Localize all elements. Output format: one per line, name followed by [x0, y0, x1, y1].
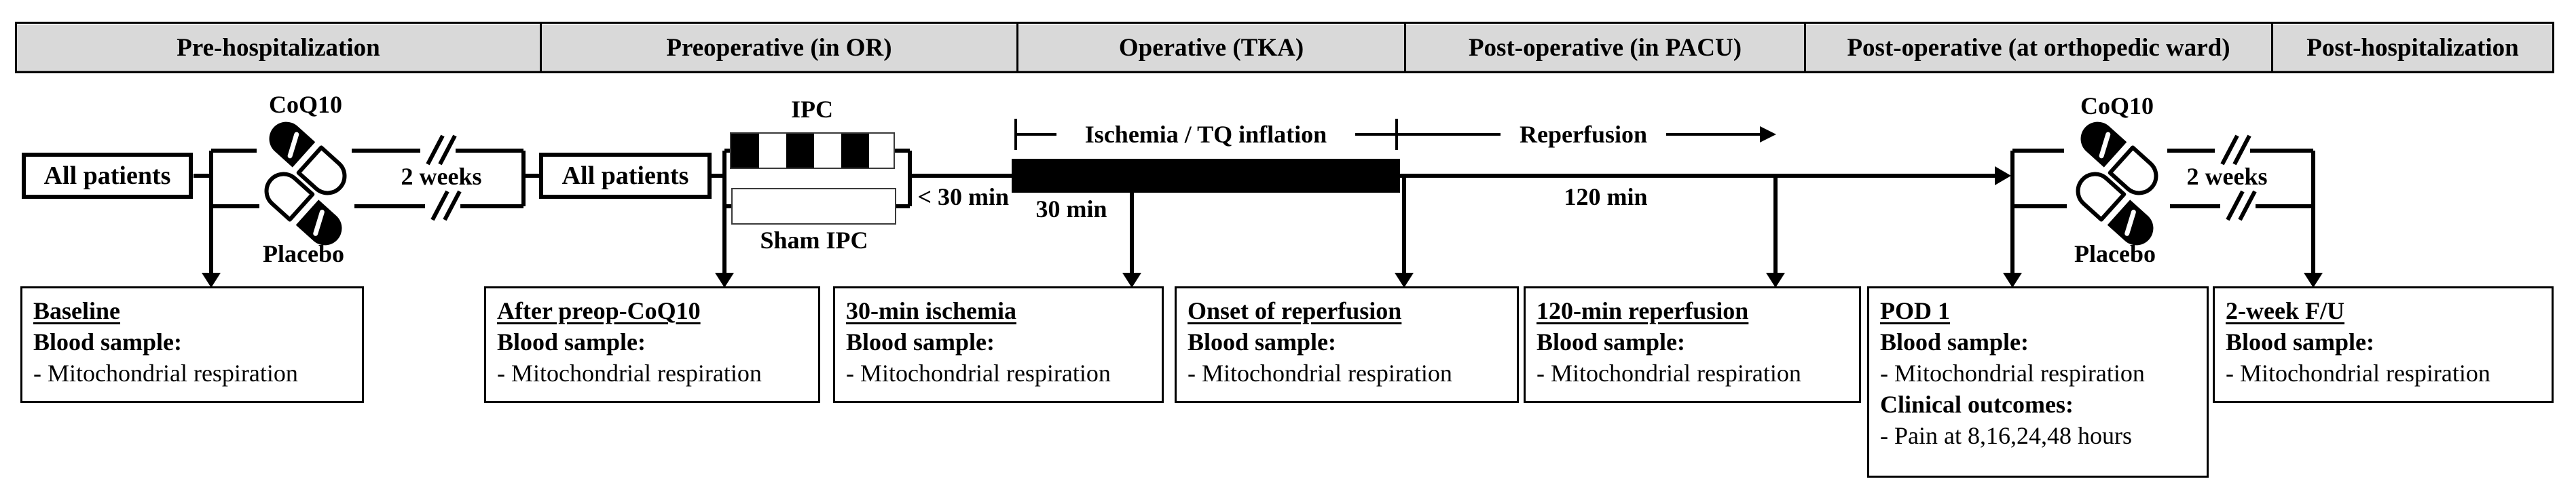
arrow-down-icon — [1122, 273, 1141, 288]
baseline-box: Baseline Blood sample: - Mitochondrial r… — [20, 286, 364, 403]
blood-sample-heading: Blood sample: — [1537, 328, 1686, 356]
ischemia-bar — [1012, 159, 1400, 193]
blood-sample-heading: Blood sample: — [846, 328, 995, 356]
sham-ipc-label: Sham IPC — [760, 227, 868, 254]
blood-sample-item: - Mitochondrial respiration — [1880, 360, 2145, 387]
clinical-outcomes-item: - Pain at 8,16,24,48 hours — [1880, 422, 2132, 449]
all-patients-box-or: All patients — [539, 153, 712, 199]
down-arrowheads — [202, 273, 2323, 288]
clinical-outcomes-heading: Clinical outcomes: — [1880, 391, 2074, 418]
phase-header-pre-hospitalization: Pre-hospitalization — [15, 22, 542, 73]
blood-sample-heading: Blood sample: — [2226, 328, 2375, 356]
ischemia-tq-inflation-label: Ischemia / TQ inflation — [1056, 119, 1355, 149]
phase-header-preoperative: Preoperative (in OR) — [540, 22, 1018, 73]
line-break-marks — [420, 134, 2257, 221]
blood-sample-heading: Blood sample: — [1188, 328, 1337, 356]
box-title: After preop-CoQ10 — [497, 297, 701, 324]
box-title: 120-min reperfusion — [1537, 297, 1749, 324]
ipc-label: IPC — [791, 96, 833, 123]
blood-sample-item: - Mitochondrial respiration — [846, 360, 1111, 387]
arrow-right-icon — [1995, 166, 2011, 185]
pod-1-box: POD 1 Blood sample: - Mitochondrial resp… — [1867, 286, 2209, 478]
phase-header-post-hospitalization: Post-hospitalization — [2271, 22, 2554, 73]
arrow-down-icon — [2304, 273, 2323, 288]
ischemia-duration-label: 30 min — [1035, 195, 1107, 223]
120-min-reperfusion-box: 120-min reperfusion Blood sample: - Mito… — [1524, 286, 1861, 403]
phase-header-operative: Operative (TKA) — [1016, 22, 1406, 73]
blood-sample-item: - Mitochondrial respiration — [497, 360, 762, 387]
coq10-label-pre: CoQ10 — [269, 91, 342, 118]
reperfusion-duration-label: 120 min — [1564, 183, 1648, 210]
after-preop-coq10-box: After preop-CoQ10 Blood sample: - Mitoch… — [484, 286, 820, 403]
placebo-label-pre: Placebo — [263, 240, 344, 267]
phase-header-pacu: Post-operative (in PACU) — [1404, 22, 1806, 73]
blood-sample-item: - Mitochondrial respiration — [33, 360, 298, 387]
blood-sample-item: - Mitochondrial respiration — [1188, 360, 1452, 387]
arrow-down-icon — [202, 273, 221, 288]
placebo-label-post: Placebo — [2074, 240, 2156, 267]
arrow-down-icon — [715, 273, 734, 288]
arrow-right-icon — [1760, 126, 1776, 142]
line-break-icon — [426, 134, 457, 166]
arrow-down-icon — [1395, 273, 1414, 288]
all-patients-box-pre: All patients — [22, 153, 193, 199]
less-than-30-min-label: < 30 min — [917, 183, 1009, 210]
blood-sample-heading: Blood sample: — [1880, 328, 2029, 356]
line-break-icon — [2226, 190, 2257, 221]
ipc-cuff-graphic — [730, 132, 895, 169]
connector-lines — [194, 149, 2315, 282]
reperfusion-label: Reperfusion — [1501, 119, 1666, 149]
box-title: 30-min ischemia — [846, 297, 1016, 324]
2-week-fu-box: 2-week F/U Blood sample: - Mitochondrial… — [2213, 286, 2554, 403]
line-break-icon — [2220, 134, 2251, 166]
sham-ipc-cuff-graphic — [731, 188, 896, 225]
blood-sample-item: - Mitochondrial respiration — [2226, 360, 2490, 387]
box-title: Baseline — [33, 297, 121, 324]
blood-sample-heading: Blood sample: — [497, 328, 646, 356]
two-weeks-label-post: 2 weeks — [2186, 163, 2268, 190]
onset-of-reperfusion-box: Onset of reperfusion Blood sample: - Mit… — [1175, 286, 1519, 403]
capsule-pair-icon — [259, 115, 352, 252]
box-title: 2-week F/U — [2226, 297, 2344, 324]
box-title: POD 1 — [1880, 297, 1950, 324]
arrow-down-icon — [1766, 273, 1785, 288]
30-min-ischemia-box: 30-min ischemia Blood sample: - Mitochon… — [833, 286, 1164, 403]
capsule-pair-icon — [2071, 115, 2163, 252]
blood-sample-item: - Mitochondrial respiration — [1537, 360, 1801, 387]
blood-sample-heading: Blood sample: — [33, 328, 183, 356]
coq10-label-post: CoQ10 — [2080, 92, 2154, 119]
phase-header-ward: Post-operative (at orthopedic ward) — [1804, 22, 2273, 73]
two-weeks-label-pre: 2 weeks — [401, 163, 482, 190]
box-title: Onset of reperfusion — [1188, 297, 1402, 324]
line-break-icon — [430, 190, 462, 221]
arrow-down-icon — [2003, 273, 2022, 288]
